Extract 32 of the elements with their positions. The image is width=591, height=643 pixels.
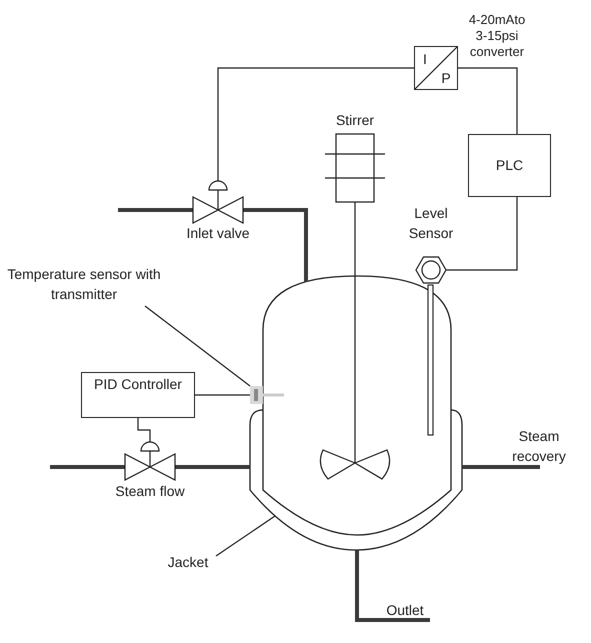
- signal-line: [446, 197, 518, 271]
- callout-text: Temperature sensor with transmitter: [6, 265, 162, 304]
- converter-caption: 4-20mAto 3-15psi converter: [468, 12, 526, 60]
- converter-box: [414, 46, 458, 90]
- pipe: [118, 208, 193, 212]
- pipe-label: Outlet: [385, 601, 425, 620]
- signal-line: [458, 67, 518, 134]
- stirrer-shaft: [354, 202, 356, 276]
- pipe: [175, 465, 250, 469]
- box-label: PLC: [494, 156, 524, 175]
- controller-box: [81, 372, 195, 418]
- signal-line: [217, 67, 414, 181]
- plc-box: [468, 134, 551, 197]
- leader-line: [216, 516, 276, 556]
- signal-line: [195, 394, 250, 396]
- pipe: [355, 550, 430, 622]
- heating-jacket: [250, 410, 462, 550]
- callout-text: Jacket: [166, 553, 210, 572]
- leader-line: [144, 306, 250, 386]
- valve-label: Inlet valve: [185, 224, 251, 243]
- stirrer-label: Stirrer: [334, 111, 376, 130]
- pipe-label: Steam recovery: [511, 427, 567, 466]
- reactor-vessel: [263, 276, 451, 535]
- pipe: [243, 208, 308, 282]
- pipe: [50, 465, 125, 469]
- converter-letter: P: [440, 69, 452, 88]
- pipe: [462, 465, 540, 469]
- converter-letter: I: [422, 50, 428, 69]
- box-label: PID Controller: [93, 375, 183, 394]
- sensor-label: Level Sensor: [408, 204, 454, 243]
- signal-line: [137, 418, 151, 443]
- valve-label: Steam flow: [114, 482, 186, 501]
